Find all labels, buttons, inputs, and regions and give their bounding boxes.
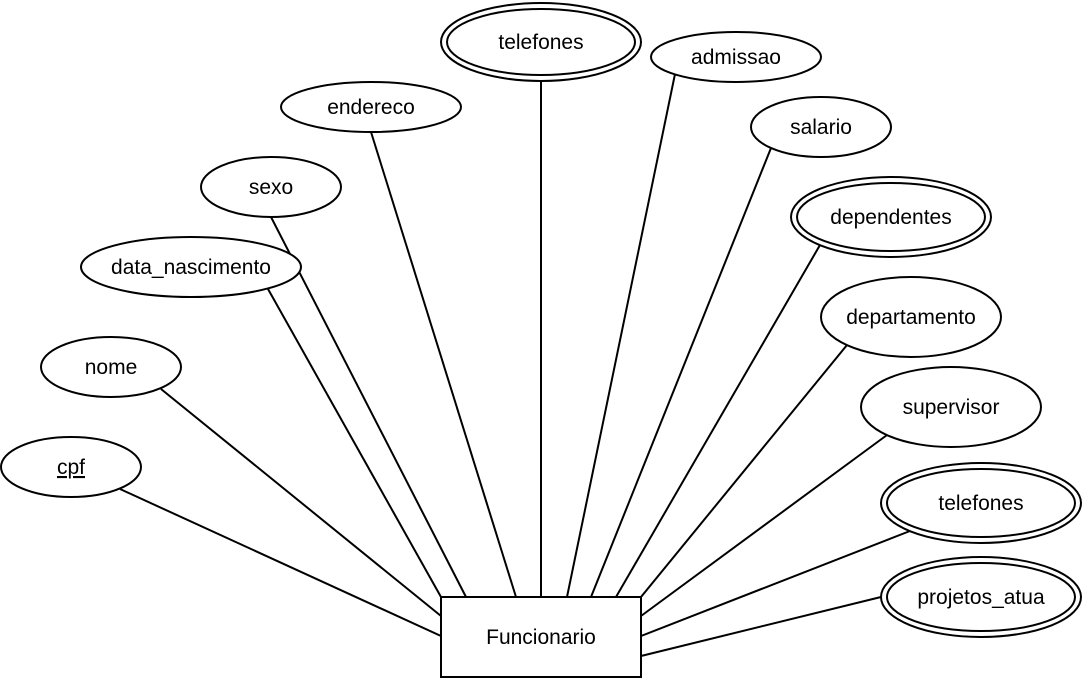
entity-box bbox=[440, 596, 642, 678]
entity-label: Funcionario bbox=[486, 626, 596, 649]
attribute-label: sexo bbox=[249, 176, 293, 199]
attribute-label: supervisor bbox=[903, 396, 1000, 419]
connector-cpf bbox=[119, 488, 442, 637]
attribute-label: nome bbox=[85, 356, 138, 379]
connector-dependentes bbox=[615, 244, 821, 598]
attribute-label: endereco bbox=[327, 96, 415, 119]
connector-projetos-atua bbox=[640, 596, 882, 657]
attribute-label: telefones bbox=[938, 492, 1023, 515]
attribute-departamento[interactable]: departamento bbox=[820, 276, 1002, 358]
connector-admissao bbox=[566, 73, 676, 598]
entity-funcionario[interactable]: Funcionario bbox=[440, 596, 642, 678]
attribute-dependentes[interactable]: dependentes bbox=[790, 176, 992, 258]
connector-telefones-right bbox=[640, 530, 911, 637]
attribute-telefones-right[interactable]: telefones bbox=[880, 462, 1082, 544]
connector-nome bbox=[160, 388, 442, 617]
attribute-label: telefones bbox=[498, 31, 583, 54]
attribute-label: salario bbox=[790, 116, 852, 139]
attribute-sexo[interactable]: sexo bbox=[200, 156, 342, 218]
connectors bbox=[119, 73, 911, 657]
connector-sexo bbox=[270, 216, 467, 598]
connector-data-nascimento bbox=[267, 288, 442, 598]
attribute-label: projetos_atua bbox=[917, 586, 1045, 609]
attribute-cpf[interactable]: cpf bbox=[0, 436, 142, 498]
attribute-telefones-top[interactable]: telefones bbox=[440, 2, 642, 82]
attribute-data-nascimento[interactable]: data_nascimento bbox=[80, 236, 302, 298]
attribute-label: dependentes bbox=[830, 206, 951, 229]
connector-endereco bbox=[370, 131, 517, 598]
connector-departamento bbox=[640, 344, 848, 598]
attribute-label: admissao bbox=[691, 46, 781, 69]
attribute-admissao[interactable]: admissao bbox=[650, 31, 822, 83]
attribute-endereco[interactable]: endereco bbox=[280, 81, 462, 133]
attribute-nome[interactable]: nome bbox=[40, 336, 182, 398]
connector-supervisor bbox=[640, 434, 888, 617]
attribute-label: cpf bbox=[57, 456, 85, 479]
attribute-supervisor[interactable]: supervisor bbox=[860, 366, 1042, 448]
connector-salario bbox=[590, 147, 772, 598]
attribute-projetos-atua[interactable]: projetos_atua bbox=[880, 556, 1082, 638]
attribute-label: data_nascimento bbox=[111, 256, 271, 279]
attribute-label: departamento bbox=[846, 306, 976, 329]
attribute-salario[interactable]: salario bbox=[750, 96, 892, 158]
